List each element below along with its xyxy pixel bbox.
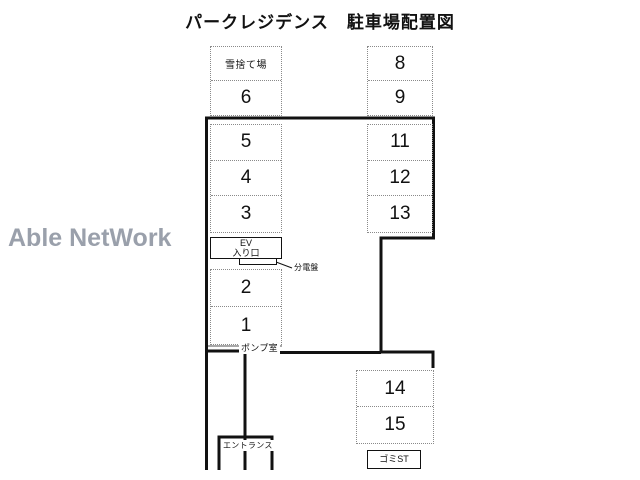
stall-14[interactable]: 14	[357, 371, 433, 407]
stall-15[interactable]: 15	[384, 414, 406, 435]
mid-right-block: 11 12 13	[367, 124, 433, 233]
stall-9[interactable]: 9	[394, 87, 406, 108]
label-entrance: エントランス	[221, 440, 275, 451]
stall-13[interactable]: 13	[389, 203, 411, 225]
stall-12[interactable]: 12	[368, 161, 432, 197]
facility-garbage-station[interactable]: ゴミST	[367, 450, 421, 469]
bottom-right-block: 14 15	[356, 370, 434, 444]
mid-left-lower-block: 2 1	[210, 269, 282, 345]
label-pump-room: ポンプ室	[239, 341, 280, 354]
stall-11[interactable]: 11	[368, 125, 432, 161]
stall-5[interactable]: 5	[211, 125, 281, 161]
stall-3[interactable]: 3	[240, 203, 252, 225]
facility-ev-entrance[interactable]: EV 入り口	[210, 237, 282, 259]
facility-distribution-board-box[interactable]	[239, 258, 277, 265]
page-title: パークレジデンス 駐車場配置図	[185, 13, 455, 32]
watermark-able-network: Able NetWork	[8, 224, 172, 252]
facility-snow-dump[interactable]: 雪捨て場	[211, 47, 281, 81]
stall-4[interactable]: 4	[211, 161, 281, 197]
stall-1[interactable]: 1	[240, 314, 252, 336]
callout-distribution-board: 分電盤	[294, 263, 319, 272]
mid-left-upper-block: 5 4 3	[210, 124, 282, 233]
top-left-block: 雪捨て場 6	[210, 46, 282, 116]
top-right-block: 8 9	[367, 46, 433, 116]
stall-8[interactable]: 8	[368, 47, 432, 81]
stall-2[interactable]: 2	[211, 270, 281, 307]
stall-6[interactable]: 6	[240, 87, 252, 108]
